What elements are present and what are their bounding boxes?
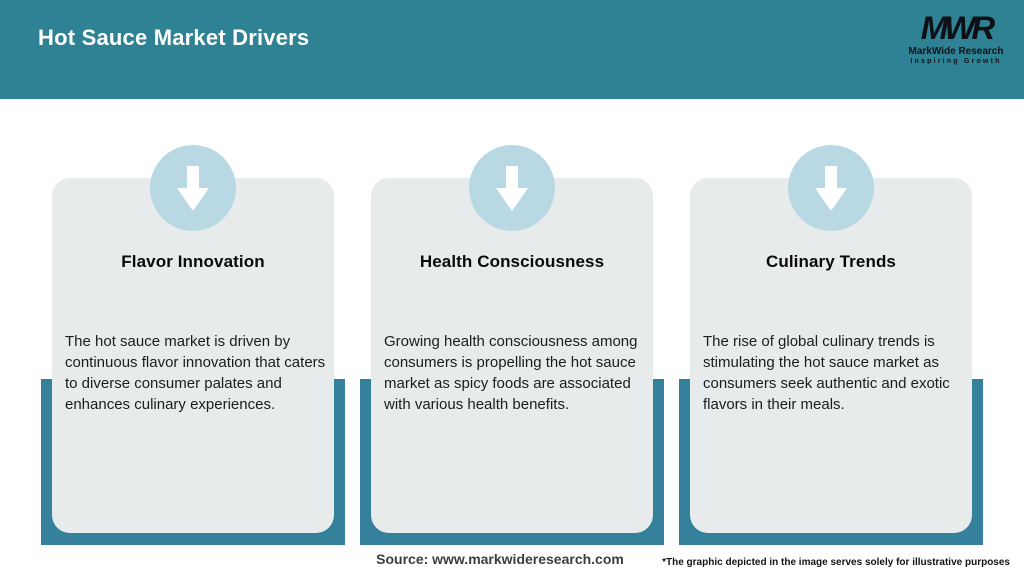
card-description: The rise of global culinary trends is st…: [703, 333, 950, 413]
card-body: [371, 178, 653, 533]
down-arrow-icon: [788, 145, 874, 231]
driver-card-culinary-trends: Culinary Trends The rise of global culin…: [679, 140, 983, 560]
card-description: The hot sauce market is driven by contin…: [65, 333, 326, 413]
logo-tagline: Inspiring Growth: [910, 58, 1002, 65]
down-arrow-icon: [150, 145, 236, 231]
card-title: Culinary Trends: [766, 252, 896, 271]
card-body: [690, 178, 972, 533]
driver-card-flavor-innovation: Flavor Innovation The hot sauce market i…: [41, 140, 345, 560]
card-title: Health Consciousness: [419, 252, 605, 271]
logo-monogram: MWR: [920, 9, 995, 46]
driver-card-health-consciousness: Health Consciousness Growing health cons…: [360, 140, 664, 560]
page-title: Hot Sauce Market Drivers: [38, 25, 310, 50]
card-body: [52, 178, 334, 533]
source-attribution: Source: www.markwideresearch.com: [376, 551, 624, 567]
header-band: Hot Sauce Market Drivers MWR MarkWide Re…: [0, 0, 1024, 99]
disclaimer-note: *The graphic depicted in the image serve…: [662, 557, 1010, 568]
markwide-research-logo: MWR MarkWide Research Inspiring Growth: [906, 11, 1006, 65]
down-arrow-icon: [469, 145, 555, 231]
card-description: Growing health consciousness among consu…: [384, 333, 638, 413]
card-title: Flavor Innovation: [121, 252, 265, 271]
logo-name: MarkWide Research: [908, 46, 1004, 57]
